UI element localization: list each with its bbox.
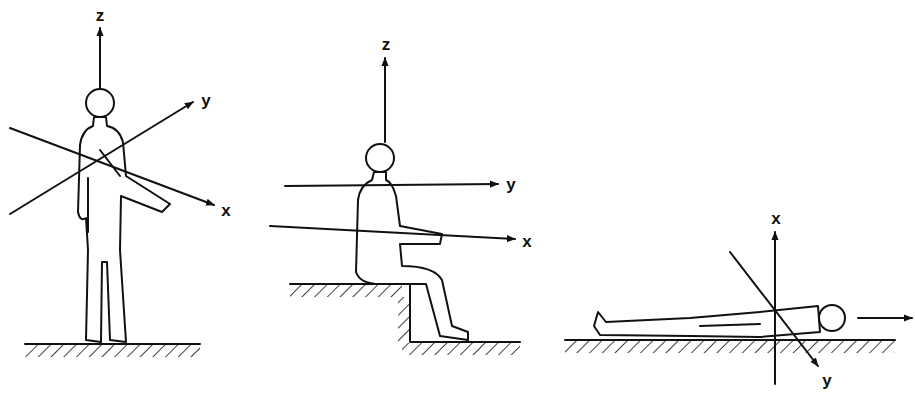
z-axis xyxy=(384,58,386,142)
axis-label: x xyxy=(221,202,230,219)
axis-label: x xyxy=(771,210,780,227)
y-axis xyxy=(730,252,818,366)
axis-label: y xyxy=(822,372,831,389)
ground-line xyxy=(565,339,895,341)
seat-hatching xyxy=(290,285,402,297)
axis-label: x xyxy=(522,233,531,250)
body-detail xyxy=(700,324,760,326)
ground-hatching xyxy=(25,345,200,357)
z-axis xyxy=(99,28,101,88)
y-axis xyxy=(285,184,498,186)
x-axis xyxy=(10,128,214,205)
axis-label: y xyxy=(201,92,210,109)
seat-hatching xyxy=(398,297,410,342)
axis-label: y xyxy=(506,176,515,193)
seat-outline xyxy=(290,284,520,342)
head xyxy=(86,89,114,117)
ground-hatching xyxy=(565,341,895,353)
y-axis xyxy=(10,102,193,214)
axis-label: z xyxy=(96,7,105,24)
axis-label: z xyxy=(382,36,391,53)
sitting-body xyxy=(356,172,468,340)
x-axis xyxy=(270,226,515,239)
lying-body xyxy=(594,306,820,337)
head xyxy=(819,305,845,331)
z-axis xyxy=(858,317,912,319)
floor-hatching xyxy=(402,343,520,355)
standing-body xyxy=(78,117,170,342)
ground-line xyxy=(25,343,200,345)
head xyxy=(366,144,394,172)
